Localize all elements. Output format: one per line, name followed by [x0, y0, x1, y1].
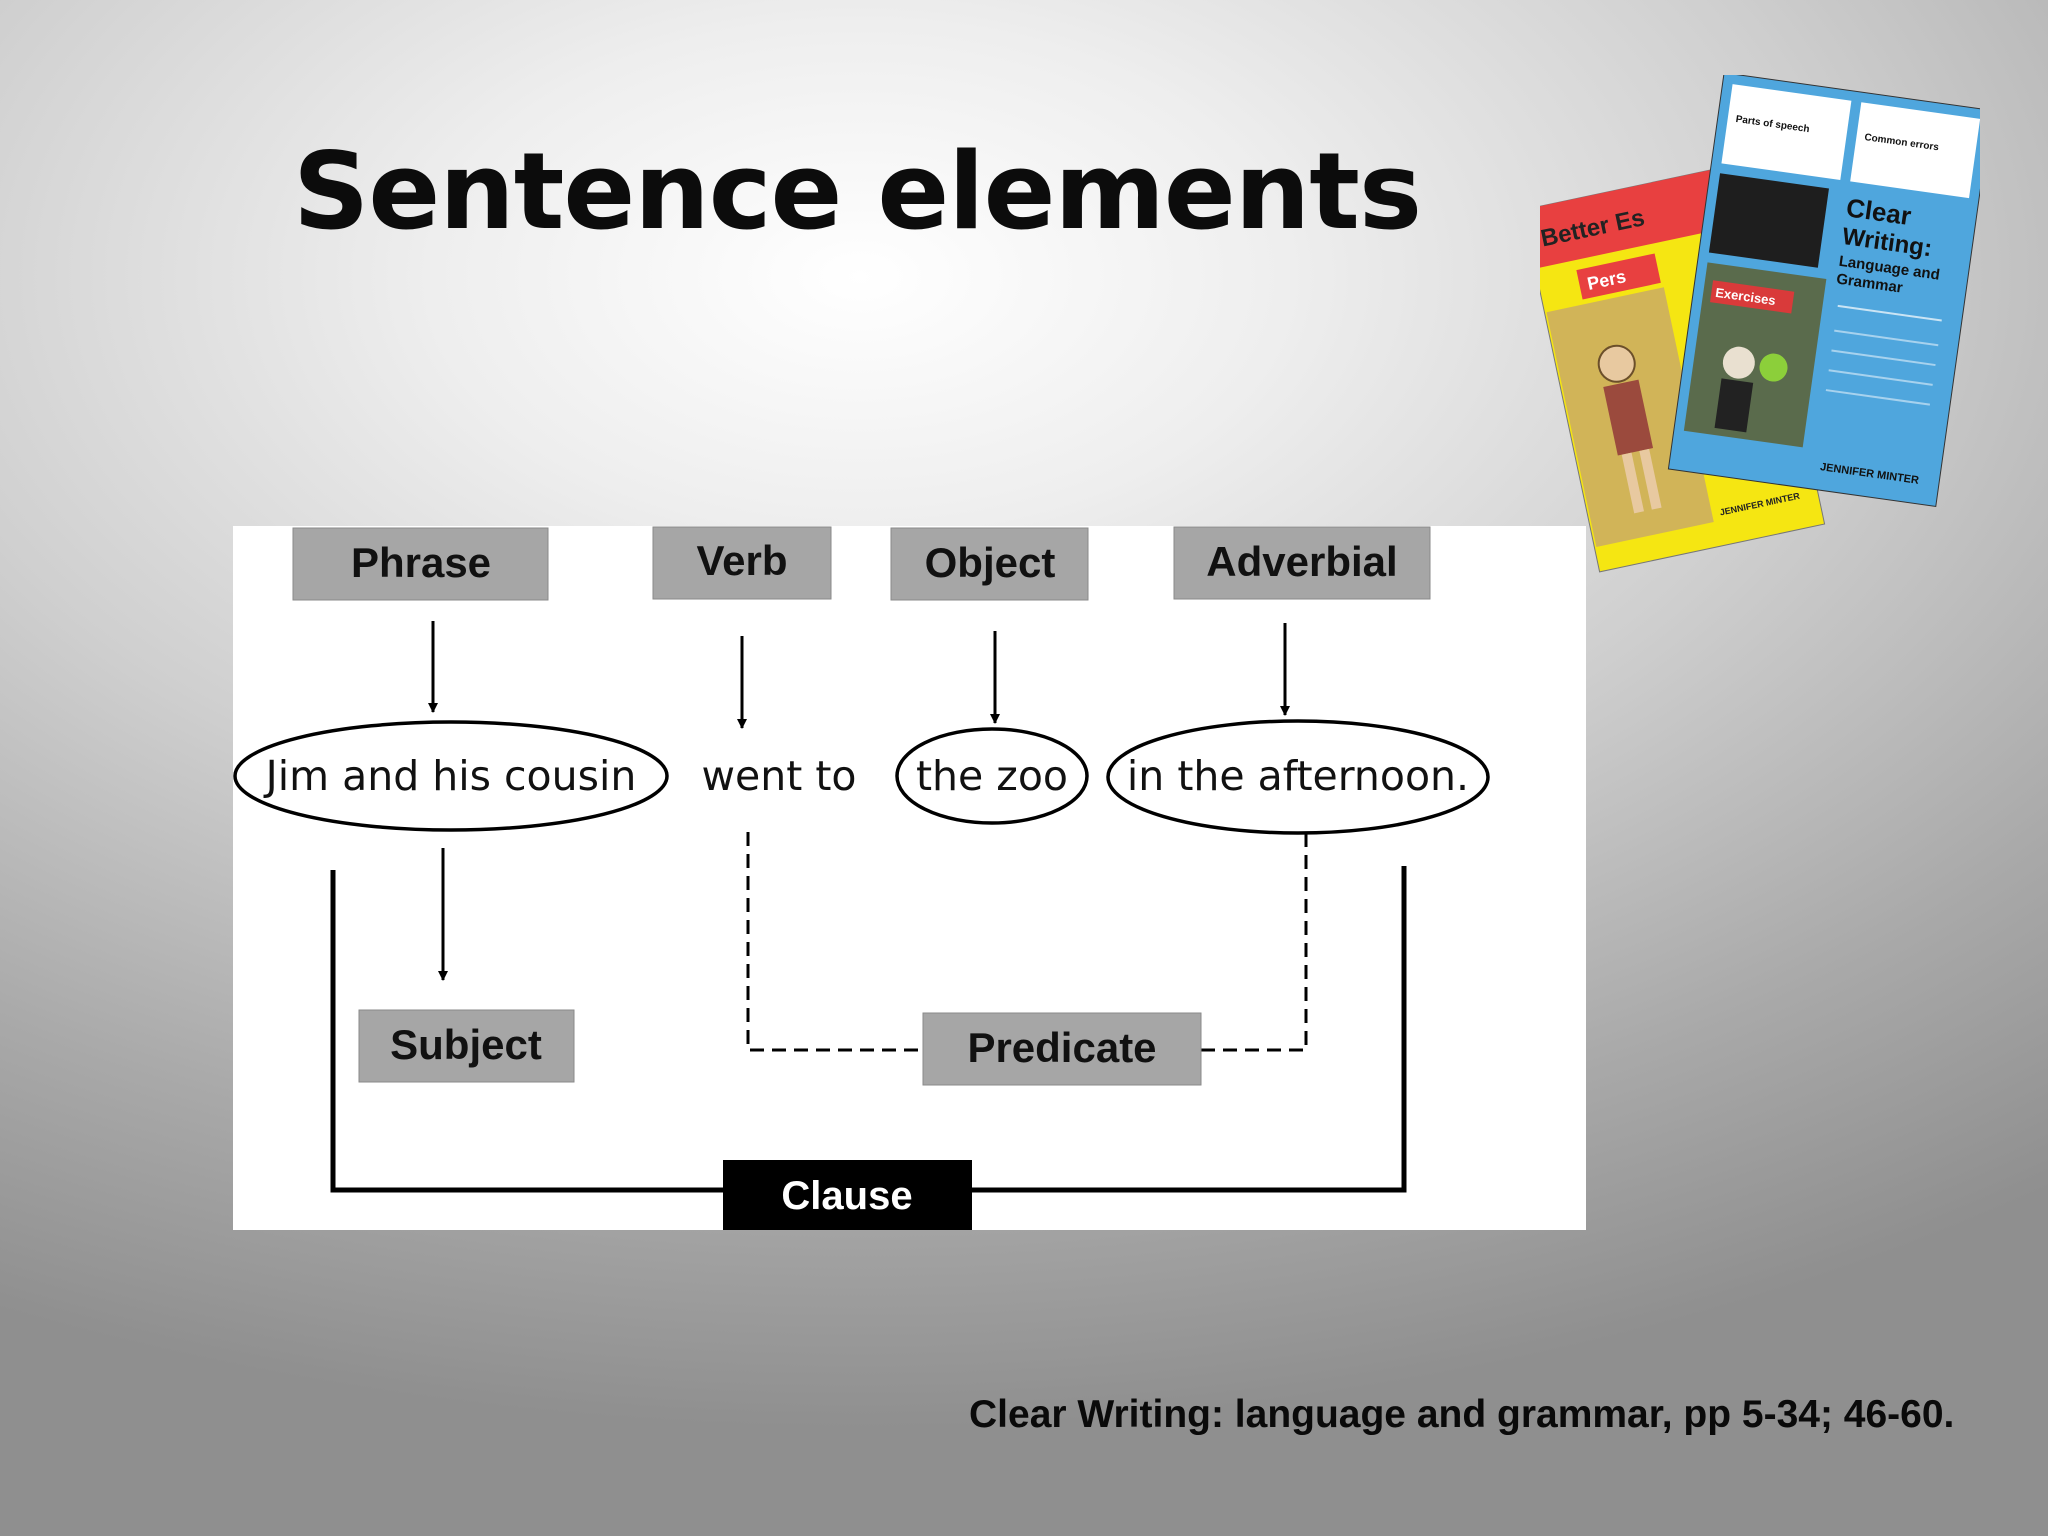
subject-box	[358, 1009, 575, 1083]
diagram-canvas: Phrase Verb Object Adverbial Jim and his…	[233, 526, 1490, 1230]
adverbial-phrase-text: in the afternoon.	[1127, 752, 1469, 800]
book-covers-canvas: Better Es Pers JENNIFER MINTER Parts of …	[1522, 72, 1993, 573]
subject-label: Subject	[390, 1021, 542, 1068]
clause-label: Clause	[781, 1174, 912, 1218]
source-citation: Clear Writing: language and grammar, pp …	[969, 1393, 1955, 1436]
object-box	[890, 527, 1089, 601]
object-phrase-ellipse	[895, 727, 1089, 825]
phrase-label: Phrase	[351, 539, 491, 586]
adverbial-box	[1173, 526, 1431, 600]
verb-box	[652, 526, 832, 600]
subject-phrase-ellipse	[233, 720, 669, 832]
predicate-dashed-bracket-right	[1201, 833, 1308, 1052]
clause-box	[723, 1160, 972, 1230]
object-phrase-text: the zoo	[916, 752, 1068, 800]
phrase-box	[292, 527, 549, 601]
predicate-dashed-bracket-left	[746, 832, 923, 1052]
adverbial-label: Adverbial	[1206, 538, 1397, 585]
book-covers-image: Better Es Pers JENNIFER MINTER Parts of …	[1522, 72, 1993, 575]
predicate-box	[922, 1012, 1202, 1086]
sentence-diagram: Phrase Verb Object Adverbial Jim and his…	[233, 526, 1586, 1230]
verb-label: Verb	[696, 537, 787, 584]
subject-phrase-text: Jim and his cousin	[263, 752, 637, 800]
predicate-label: Predicate	[967, 1024, 1156, 1071]
verb-phrase-text: went to	[701, 752, 856, 800]
front-book-cover: Parts of speech Common errors Clear Writ…	[1667, 72, 1993, 508]
slide-title: Sentence elements	[293, 130, 1422, 253]
adverbial-phrase-ellipse	[1106, 719, 1490, 835]
object-label: Object	[925, 539, 1056, 586]
